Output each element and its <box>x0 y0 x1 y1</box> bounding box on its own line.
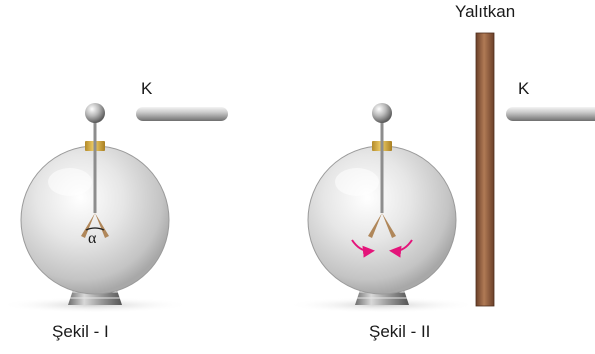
angle-arc <box>85 227 105 231</box>
insulator-label: Yalıtkan <box>455 2 516 21</box>
angle-symbol: α <box>88 230 97 247</box>
leaf-right <box>382 213 396 238</box>
arrow-right-icon <box>389 239 413 258</box>
metal-rod <box>380 117 384 213</box>
rod-k-label: K <box>141 79 153 98</box>
electroscope-1: α <box>0 103 190 313</box>
rod-k-1 <box>136 107 228 121</box>
insulator-plate <box>475 32 495 307</box>
globe-highlight <box>335 168 379 196</box>
globe-highlight <box>48 168 92 196</box>
figure-caption: Şekil - II <box>369 322 431 341</box>
arrow-left-icon <box>351 239 375 258</box>
leaf-right <box>95 213 109 238</box>
rod-k-2 <box>506 107 595 121</box>
metal-knob <box>85 103 105 123</box>
metal-knob <box>372 103 392 123</box>
figure-caption: Şekil - I <box>52 322 109 341</box>
electroscope-2 <box>287 103 477 313</box>
leaf-left <box>81 213 95 238</box>
leaf-left <box>368 213 382 238</box>
metal-rod <box>93 117 97 213</box>
rod-k-label: K <box>518 79 530 98</box>
